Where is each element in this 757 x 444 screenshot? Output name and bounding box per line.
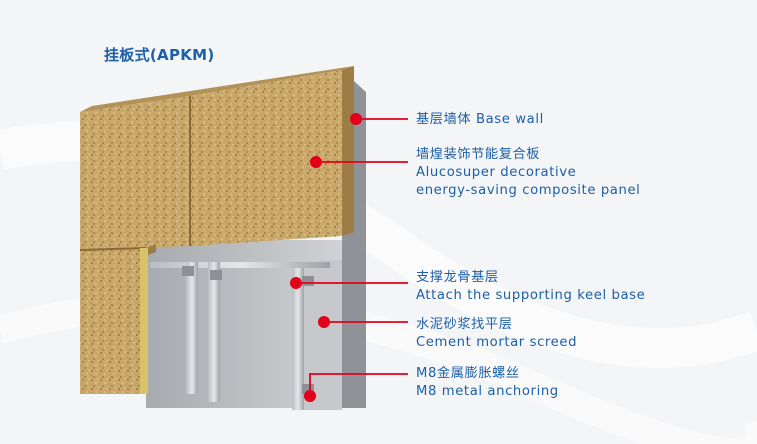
callout-keel-base: 支撑龙骨基层 Attach the supporting keel base	[416, 269, 645, 305]
keel-post-left	[186, 262, 198, 394]
marker-anchor	[304, 390, 316, 402]
callout-mortar-line-1: 水泥砂浆找平层	[416, 316, 577, 334]
callout-anchor-line-1: M8金属膨胀螺丝	[416, 365, 559, 383]
keel-bracket-2	[210, 270, 222, 280]
keel-rail-top	[150, 262, 330, 268]
panel-edge-right	[342, 66, 354, 236]
callout-keel-line-1: 支撑龙骨基层	[416, 269, 645, 287]
callout-decorative-panel: 墙煌装饰节能复合板 Alucosuper decorative energy-s…	[416, 146, 640, 200]
callout-panel-line-1: 墙煌装饰节能复合板	[416, 146, 640, 164]
callout-mortar-line-2: Cement mortar screed	[416, 334, 577, 352]
panel-bottom-left	[80, 248, 146, 394]
panel-top-left	[80, 96, 190, 250]
callout-base-wall: 基层墙体 Base wall	[416, 111, 544, 129]
keel-bracket-1	[182, 266, 194, 276]
callout-base-wall-line-1: 基层墙体 Base wall	[416, 111, 544, 129]
callout-panel-line-3: energy-saving composite panel	[416, 182, 640, 200]
marker-keel	[290, 277, 302, 289]
insulation-strip	[140, 248, 148, 394]
marker-mortar	[318, 316, 330, 328]
callout-mortar-screed: 水泥砂浆找平层 Cement mortar screed	[416, 316, 577, 352]
keel-post-mid	[208, 262, 220, 402]
callout-panel-line-2: Alucosuper decorative	[416, 164, 640, 182]
keel-bracket-3	[302, 276, 314, 286]
callout-keel-line-2: Attach the supporting keel base	[416, 287, 645, 305]
callout-anchor-line-2: M8 metal anchoring	[416, 383, 559, 401]
marker-panel	[310, 156, 322, 168]
callout-anchoring: M8金属膨胀螺丝 M8 metal anchoring	[416, 365, 559, 401]
marker-base-wall	[350, 113, 362, 125]
